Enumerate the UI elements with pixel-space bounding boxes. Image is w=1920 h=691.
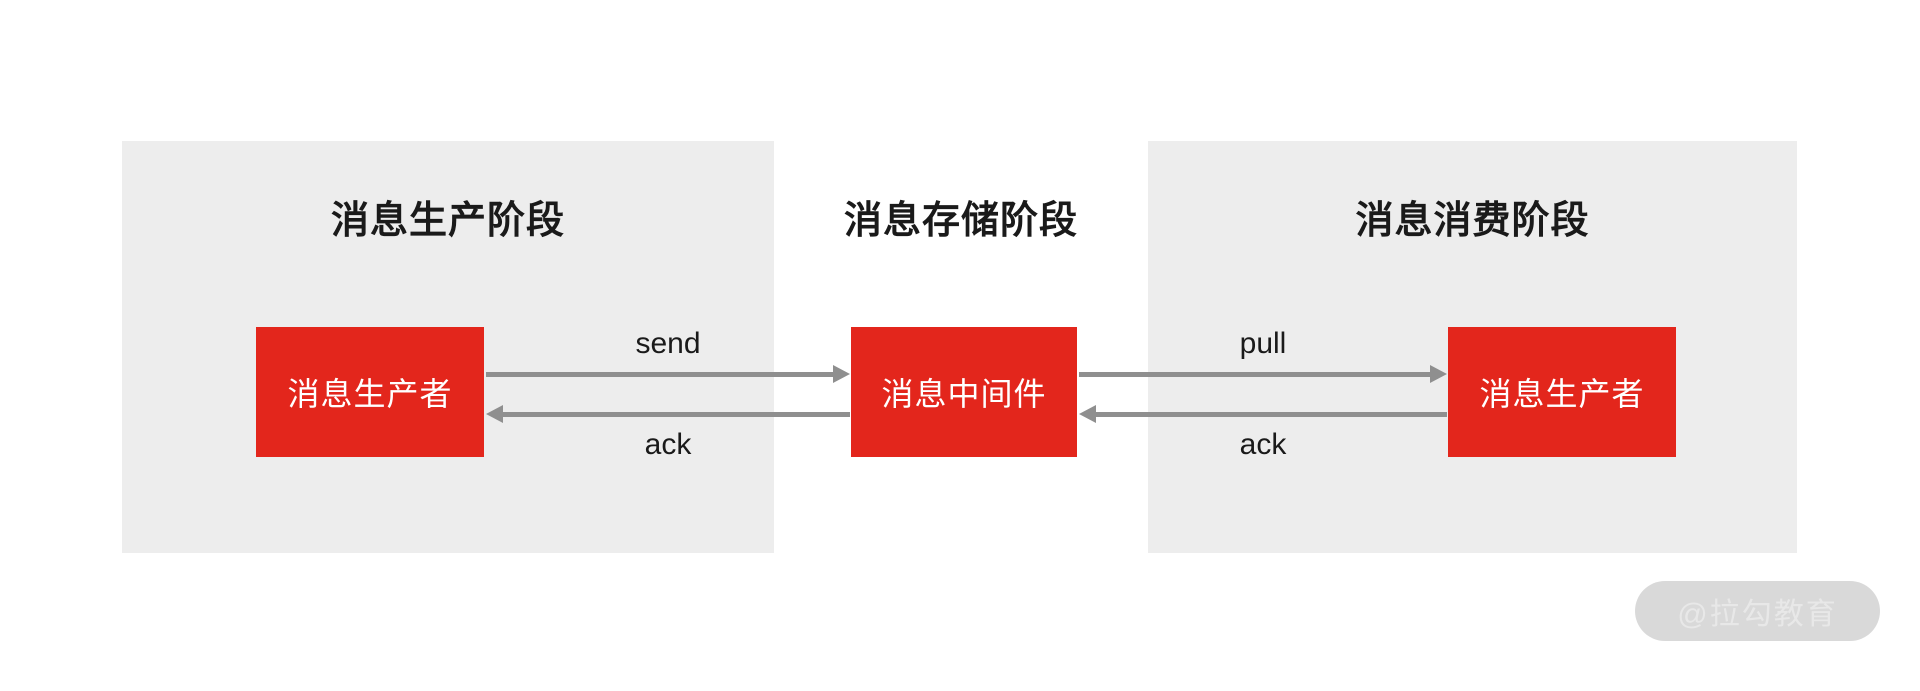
node-message-consumer: 消息生产者 (1448, 327, 1676, 457)
arrow-shaft (1079, 372, 1431, 377)
stage-title-produce: 消息生产阶段 (330, 200, 565, 242)
arrow-send-right-icon (486, 365, 850, 383)
node-message-broker: 消息中间件 (851, 327, 1077, 457)
stage-title-consume: 消息消费阶段 (1355, 200, 1590, 242)
flow-label-pull: pull (1239, 327, 1287, 360)
arrow-head (1430, 365, 1447, 383)
arrow-shaft (486, 372, 834, 377)
arrow-pull-right-icon (1079, 365, 1447, 383)
arrow-head (1079, 405, 1096, 423)
arrow-head (486, 405, 503, 423)
node-message-producer: 消息生产者 (256, 327, 484, 457)
arrow-ack-consume-left-icon (1079, 405, 1447, 423)
stage-title-store: 消息存储阶段 (843, 200, 1078, 242)
arrow-shaft (502, 412, 850, 417)
flow-label-ack-consume: ack (1239, 428, 1287, 461)
watermark-badge: @拉勾教育 (1635, 581, 1880, 641)
arrow-head (833, 365, 850, 383)
arrow-shaft (1095, 412, 1447, 417)
flow-label-send: send (635, 327, 701, 360)
flow-label-ack-store: ack (644, 428, 692, 461)
arrow-ack-store-left-icon (486, 405, 850, 423)
